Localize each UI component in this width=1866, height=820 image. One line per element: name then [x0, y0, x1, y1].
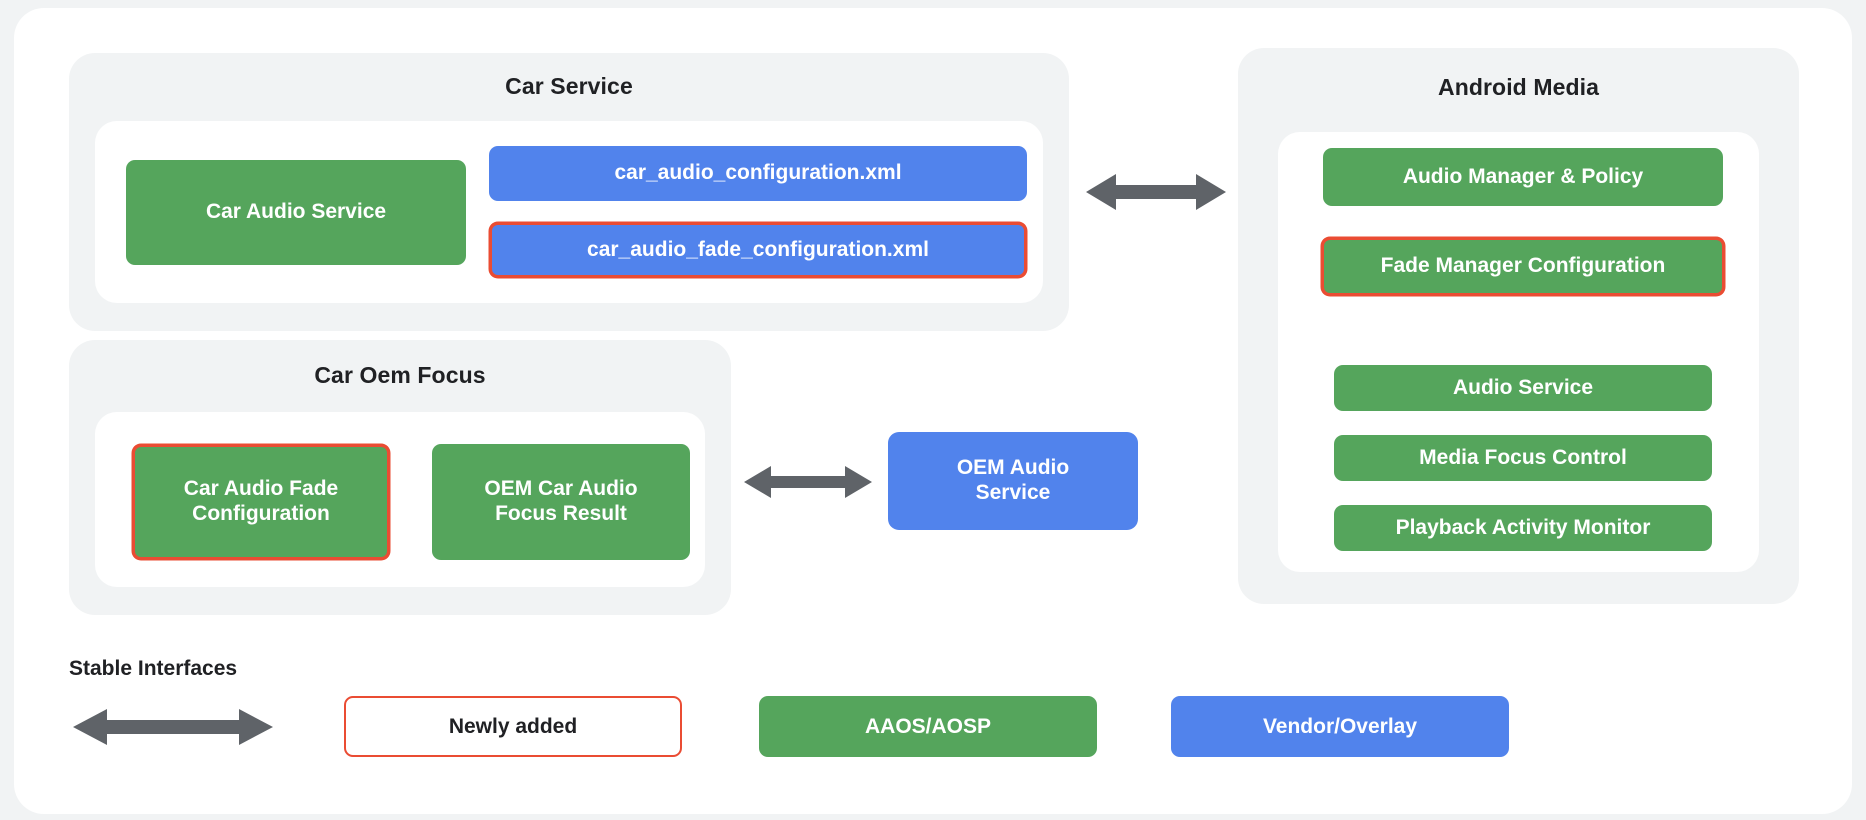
node-car-audio-configuration-xml[interactable]: car_audio_configuration.xml	[489, 146, 1027, 201]
group-car-service: Car Service Car Audio Service car_audio_…	[69, 53, 1069, 331]
legend-chip-newly-added[interactable]: Newly added	[344, 696, 682, 757]
node-media-focus-control[interactable]: Media Focus Control	[1334, 435, 1712, 481]
node-fade-manager-configuration[interactable]: Fade Manager Configuration	[1321, 237, 1725, 296]
arrow-car-oem-focus-to-oem-audio-service	[744, 464, 872, 500]
arrow-car-service-to-android-media	[1086, 172, 1226, 212]
diagram-canvas: Car Service Car Audio Service car_audio_…	[14, 8, 1852, 814]
group-android-media: Android Media Audio Manager & Policy Fad…	[1238, 48, 1799, 604]
node-oem-car-audio-focus-result[interactable]: OEM Car Audio Focus Result	[432, 444, 690, 560]
legend-chip-vendor-overlay[interactable]: Vendor/Overlay	[1171, 696, 1509, 757]
node-oem-audio-service[interactable]: OEM Audio Service	[888, 432, 1138, 530]
legend-title: Stable Interfaces	[69, 657, 238, 680]
node-car-audio-fade-configuration[interactable]: Car Audio Fade Configuration	[132, 444, 390, 560]
group-car-oem-focus: Car Oem Focus Car Audio Fade Configurati…	[69, 340, 731, 615]
group-car-oem-focus-title: Car Oem Focus	[314, 362, 486, 388]
node-audio-manager-and-policy[interactable]: Audio Manager & Policy	[1323, 148, 1723, 206]
legend-stable-interface-arrow	[73, 708, 273, 746]
group-android-media-title: Android Media	[1437, 74, 1600, 100]
group-car-service-title: Car Service	[505, 73, 633, 99]
node-car-audio-service[interactable]: Car Audio Service	[126, 160, 466, 265]
node-playback-activity-monitor[interactable]: Playback Activity Monitor	[1334, 505, 1712, 551]
node-audio-service[interactable]: Audio Service	[1334, 365, 1712, 411]
node-car-audio-fade-configuration-xml[interactable]: car_audio_fade_configuration.xml	[489, 222, 1027, 278]
legend-chip-aaos-aosp[interactable]: AAOS/AOSP	[759, 696, 1097, 757]
